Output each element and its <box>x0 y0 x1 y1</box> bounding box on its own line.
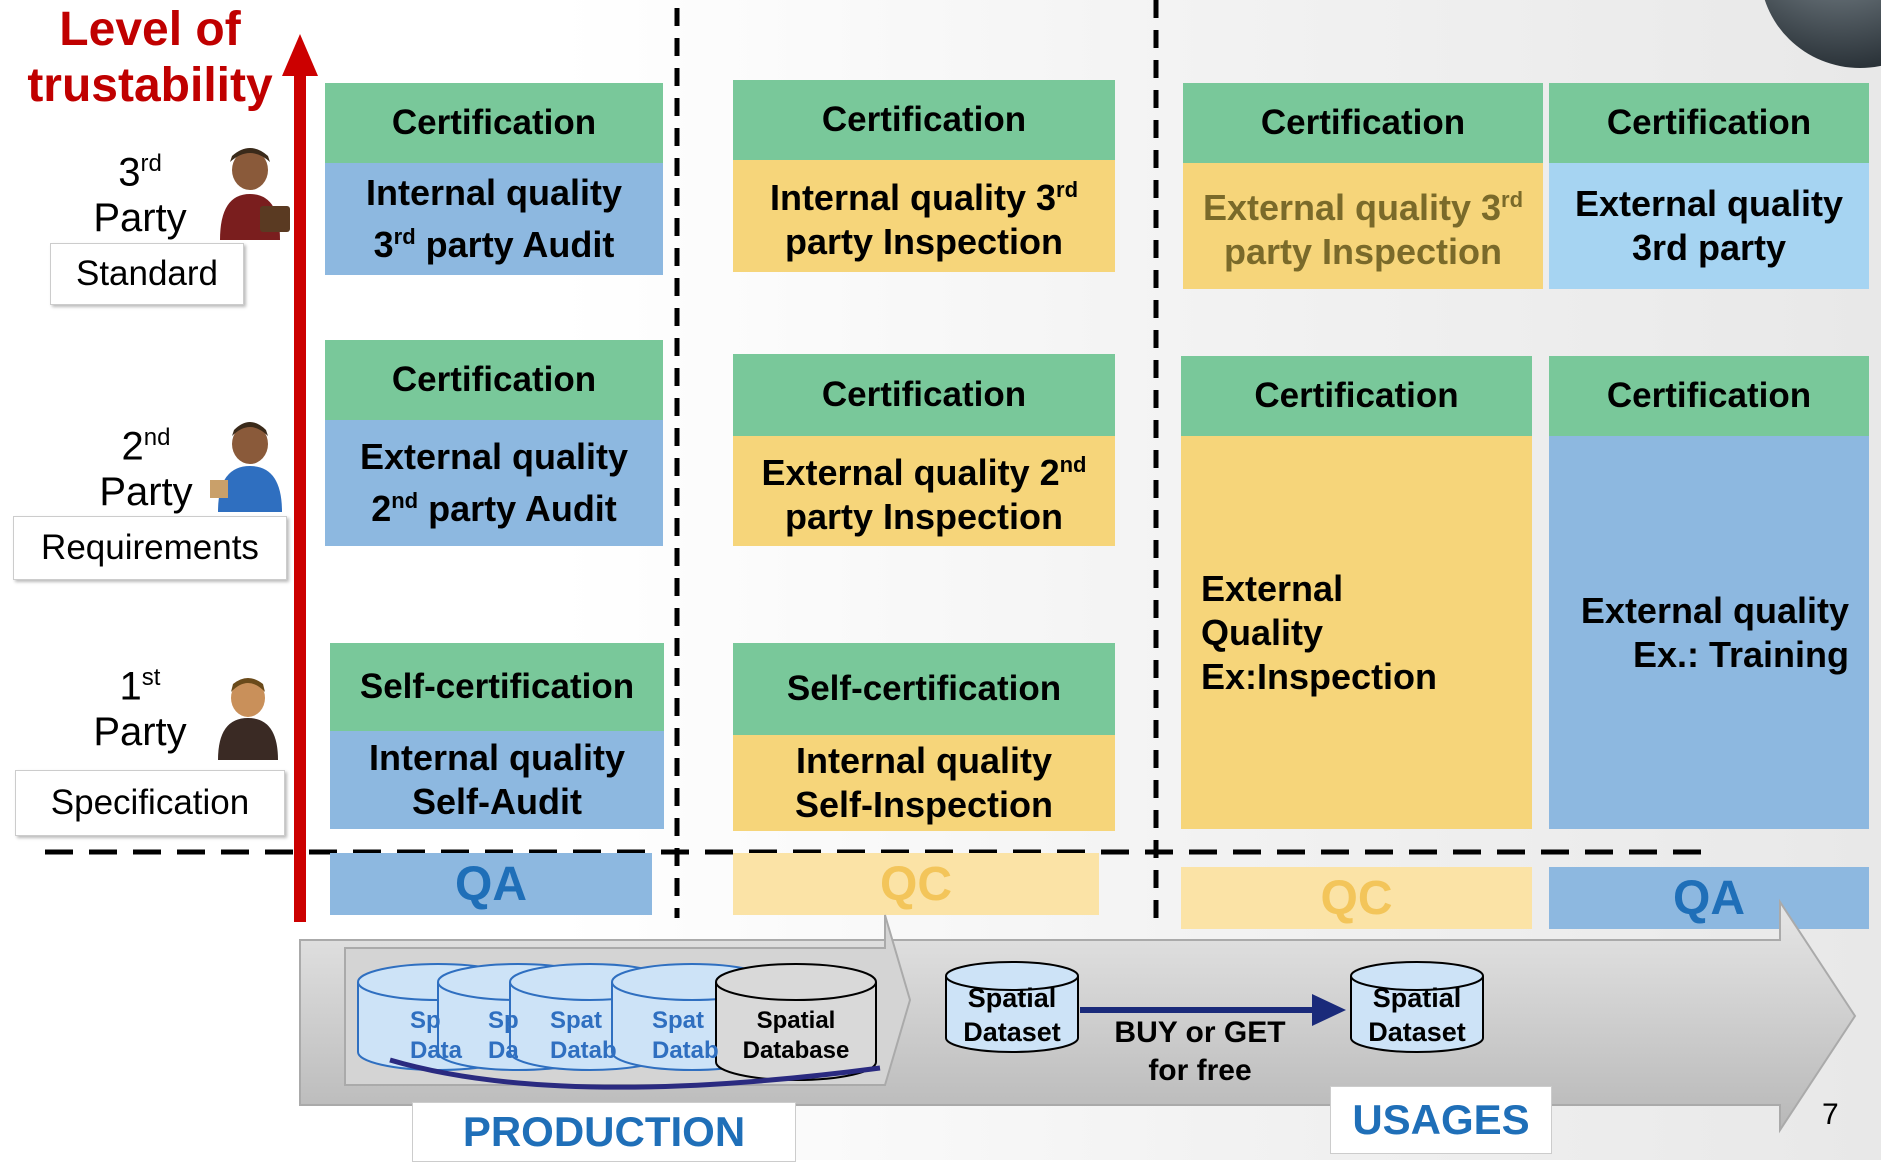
c1r2-header: Certification <box>325 340 663 420</box>
c2r1-header: Certification <box>733 80 1115 160</box>
person-2nd-party-icon <box>210 422 282 512</box>
c3r1-header: Certification <box>1183 83 1543 163</box>
c1r3-body: Internal quality Self-Audit <box>330 731 664 829</box>
c4r1-body: External quality 3rd party <box>1549 163 1869 289</box>
qa-usages: QA <box>1549 867 1869 929</box>
c3r1-body: External quality 3rd party Inspection <box>1183 163 1543 289</box>
label-requirements: Requirements <box>13 516 287 580</box>
production-label: PRODUCTION <box>412 1102 796 1162</box>
chart-title: Level of trustability <box>0 2 300 114</box>
c1r2-body: External quality 2nd party Audit <box>325 420 663 546</box>
c1r3-header: Self-certification <box>330 643 664 731</box>
qc-production: QC <box>733 853 1099 915</box>
person-1st-party-icon <box>218 678 278 760</box>
qa-production: QA <box>330 853 652 915</box>
dataset-2-cylinder <box>1350 961 1484 1053</box>
globe-icon <box>1764 0 1881 68</box>
c1r1-body: Internal quality 3rd party Audit <box>325 163 663 275</box>
c3big-header: Certification <box>1181 356 1532 436</box>
party-1: 1st Party <box>93 664 187 755</box>
database-stack <box>357 963 881 1090</box>
title-line-2: trustability <box>27 59 273 112</box>
c1r1-header: Certification <box>325 83 663 163</box>
database-cylinder-main <box>715 963 877 1081</box>
person-3rd-party-icon <box>220 148 290 240</box>
usages-label: USAGES <box>1330 1086 1552 1154</box>
party-2: 2nd Party <box>99 424 193 515</box>
c2r2-header: Certification <box>733 354 1115 436</box>
c2r3-body: Internal quality Self-Inspection <box>733 735 1115 831</box>
buy-arrow <box>1080 994 1346 1026</box>
c4big-body: External quality Ex.: Training <box>1549 436 1869 829</box>
page-number: 7 <box>1822 1098 1839 1131</box>
party-3: 3rd Party <box>93 150 187 241</box>
c3big-body: External Quality Ex:Inspection <box>1181 436 1532 829</box>
c4big-header: Certification <box>1549 356 1869 436</box>
trust-axis-arrow <box>294 72 306 922</box>
label-standard: Standard <box>50 243 244 305</box>
dataset-1-cylinder <box>945 961 1079 1053</box>
c2r1-body: Internal quality 3rd party Inspection <box>733 160 1115 272</box>
c4r1-header: Certification <box>1549 83 1869 163</box>
label-specification: Specification <box>15 770 285 836</box>
qc-usages: QC <box>1181 867 1532 929</box>
title-line-1: Level of <box>59 3 241 56</box>
trust-axis-arrowhead <box>282 34 318 76</box>
c2r2-body: External quality 2nd party Inspection <box>733 436 1115 546</box>
c2r3-header: Self-certification <box>733 643 1115 735</box>
